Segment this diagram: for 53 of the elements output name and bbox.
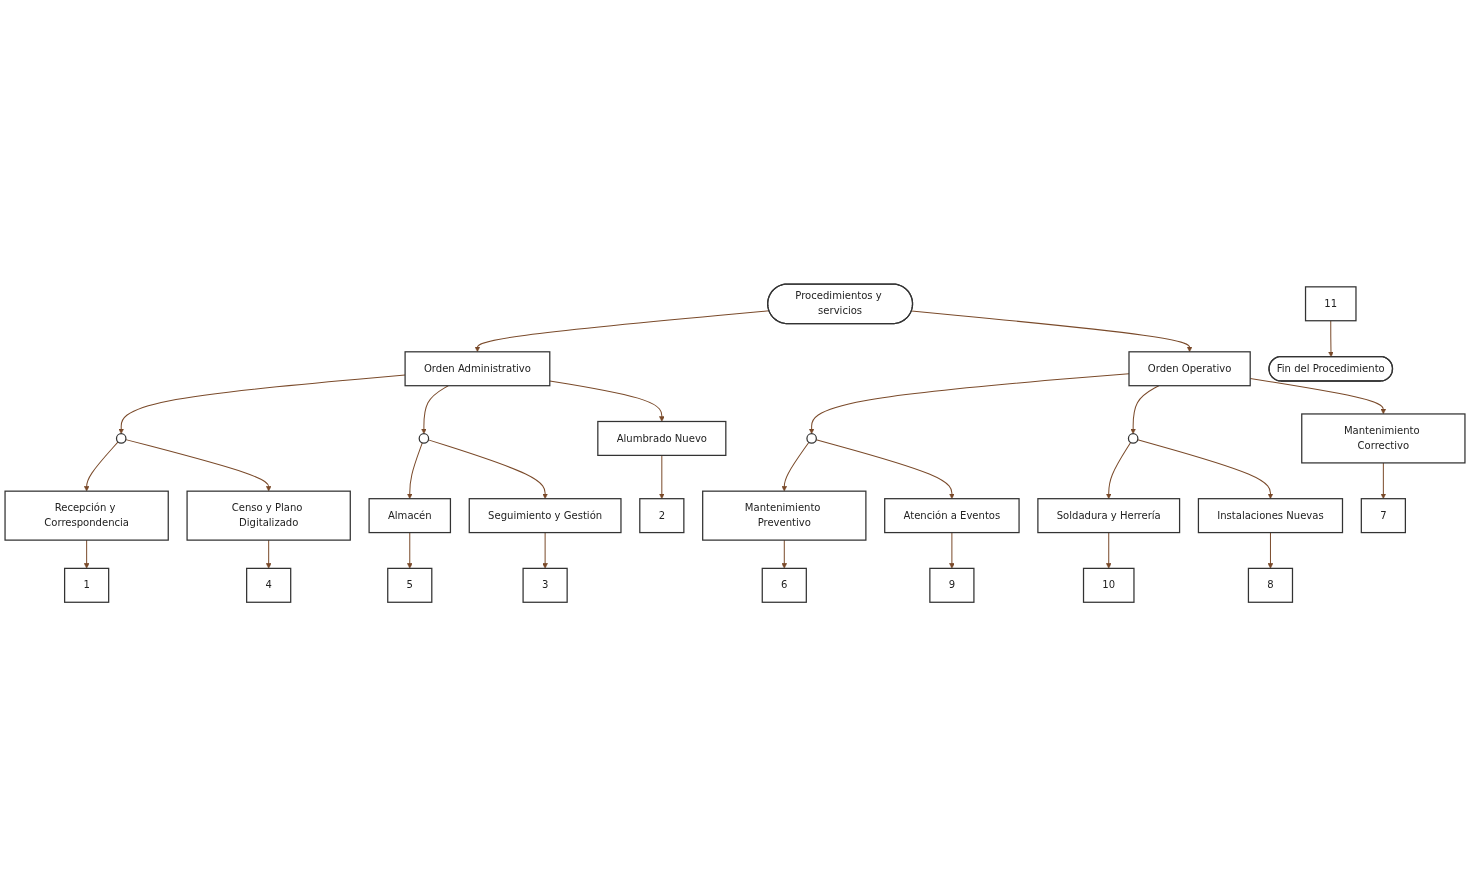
node-box: Orden Operativo xyxy=(1128,351,1251,387)
arrow xyxy=(83,539,90,569)
arrow xyxy=(1380,462,1387,499)
node-circle xyxy=(418,432,430,444)
arrow xyxy=(659,454,665,499)
node-box: Soldadura y Herrería xyxy=(1037,497,1181,534)
node-box: 7 xyxy=(1360,497,1406,534)
arrow xyxy=(1328,320,1334,357)
arrow xyxy=(1267,531,1274,569)
arrow xyxy=(1106,441,1132,499)
node-box: Recepción y Correspondencia xyxy=(4,490,169,541)
node-box: 3 xyxy=(522,567,568,603)
arrow xyxy=(549,380,665,422)
node-circle xyxy=(806,432,817,444)
node-box: 8 xyxy=(1247,567,1294,603)
arrow xyxy=(1130,385,1160,434)
node-box: 5 xyxy=(387,567,433,603)
node-box: Instalaciones Nuevas xyxy=(1197,497,1344,534)
arrow xyxy=(421,385,449,434)
node-box: 4 xyxy=(246,567,292,603)
arrow xyxy=(808,373,1130,434)
node-box: Censo y Plano Digitalizado xyxy=(186,490,351,541)
arrow xyxy=(118,374,406,434)
arrow xyxy=(1137,439,1274,499)
node-box: 11 xyxy=(1304,286,1357,322)
node-box: Almacén xyxy=(368,497,452,534)
arrow xyxy=(125,439,272,492)
node-box: 9 xyxy=(929,567,975,603)
arrow xyxy=(781,441,810,492)
arrow xyxy=(1106,531,1112,569)
arrow xyxy=(542,531,548,569)
node-box: 1 xyxy=(64,567,110,603)
node-box: Mantenimiento Correctivo xyxy=(1301,413,1466,464)
node-box: 10 xyxy=(1082,567,1135,603)
node-box: Orden Administrativo xyxy=(404,351,551,387)
node-box: Atención a Eventos xyxy=(884,497,1020,534)
arrow xyxy=(83,441,119,492)
node-box: Mantenimiento Preventivo xyxy=(702,490,867,541)
node-circle xyxy=(1127,432,1139,444)
arrow xyxy=(265,539,272,569)
arrow xyxy=(815,439,955,499)
arrow xyxy=(407,442,423,499)
arrow xyxy=(427,439,548,499)
arrow xyxy=(949,531,955,569)
node-box: Alumbrado Nuevo xyxy=(597,420,727,456)
node-box: 6 xyxy=(761,567,807,603)
node-box: 2 xyxy=(639,497,685,534)
arrow xyxy=(407,531,413,569)
arrow xyxy=(911,310,1193,352)
node-circle xyxy=(115,432,127,444)
arrow xyxy=(781,539,788,569)
arrow xyxy=(474,310,770,352)
node-box: Seguimiento y Gestión xyxy=(468,497,622,534)
